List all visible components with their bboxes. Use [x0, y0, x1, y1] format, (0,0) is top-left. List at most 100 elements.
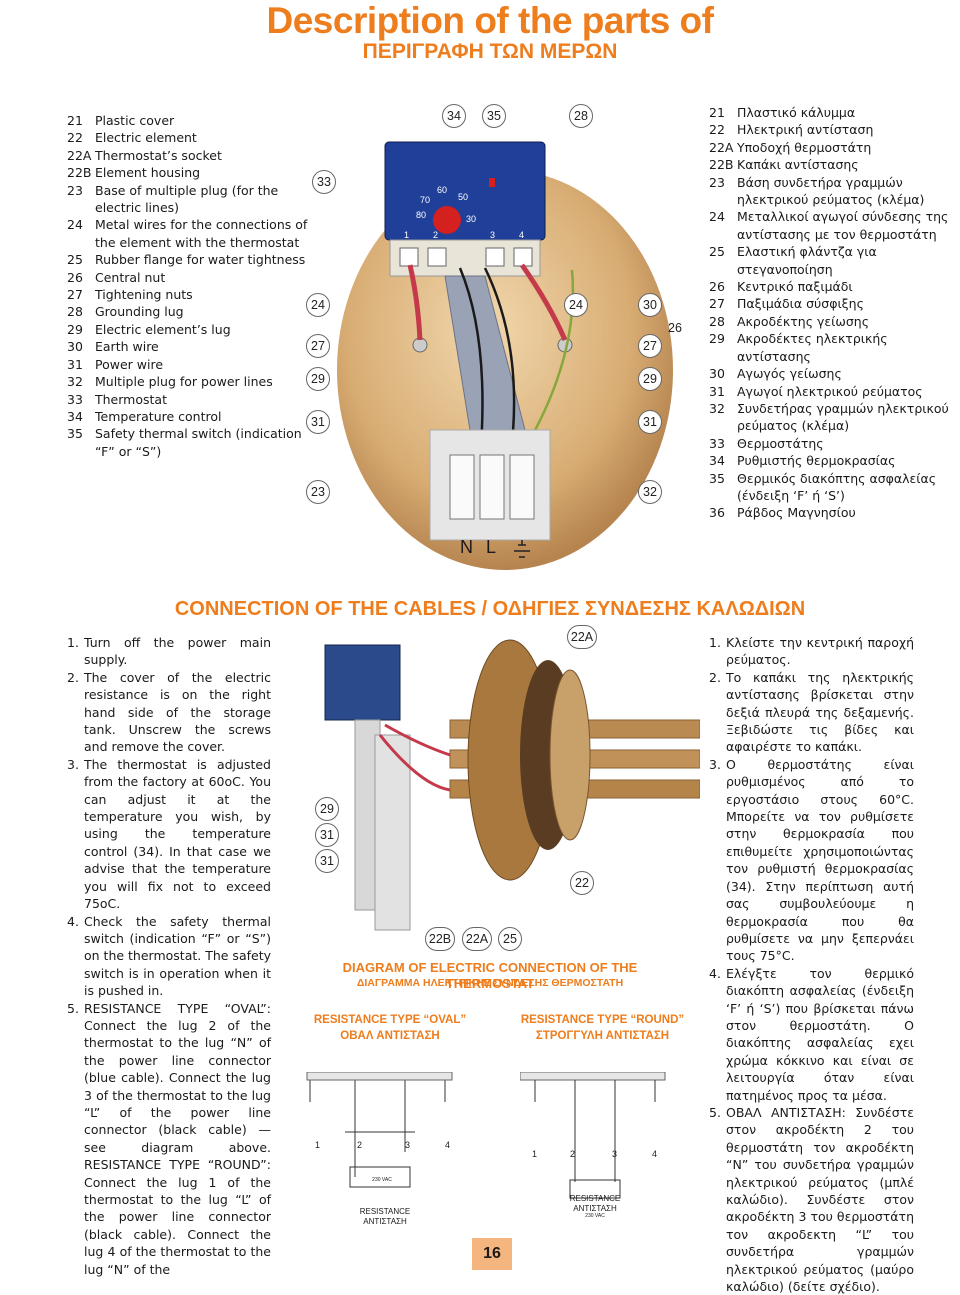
item-number: 22B: [67, 165, 92, 181]
item-text: Temperature control: [95, 408, 222, 424]
thermostat-lug-2: 2: [433, 230, 439, 240]
item-text: Υποδοχή θερμοστάτη: [737, 139, 872, 155]
dial-30-label: 30: [466, 214, 477, 224]
item-text: Καπάκι αντίστασης: [737, 157, 859, 173]
item-number: 22: [67, 130, 83, 146]
item-number: 21: [67, 113, 83, 128]
diagram-title-greek: ΔΙΑΓΡΑΜΜΑ ΗΛΕΚΤΡΙΚΗΣ ΣΥΝΔΕΣΗΣ ΘΕΡΜΟΣΤΑΤΗ: [356, 977, 624, 989]
oval-circuit: [306, 1072, 453, 1188]
list-item: 2.The cover of the electric resistance i…: [67, 669, 271, 756]
item-text: Κλείστε την κεντρική παροχή ρεύματος.: [726, 635, 914, 668]
item-text: Βάση συνδετήρα γραμμών ηλεκτρικού ρεύματ…: [737, 174, 925, 208]
oval-title-greek: ΟΒΑΛ ΑΝΤΙΣΤΑΣΗ: [340, 1030, 440, 1042]
item-number: 21: [709, 105, 725, 120]
callout-32: 32: [638, 480, 662, 504]
dial-60-label: 60: [437, 185, 448, 195]
terminal-block-2: [479, 454, 505, 520]
item-number: 35: [709, 470, 725, 486]
item-number: 30: [67, 339, 83, 355]
item-text: Ράβδος Μαγνησίου: [737, 505, 856, 521]
safety-switch: [489, 178, 495, 187]
callout-29-photo: 29: [315, 797, 339, 821]
item-number: 34: [67, 408, 83, 424]
oval-title: RESISTANCE TYPE “OVAL”: [313, 1014, 467, 1026]
callout-29-left: 29: [306, 367, 330, 391]
item-text: Ηλεκτρική αντίσταση: [737, 122, 874, 138]
item-text: Turn off the power main supply.: [84, 635, 271, 668]
list-item: 5.RESISTANCE TYPE “OVAL”: Connect the lu…: [67, 1000, 271, 1279]
oval-diagram: RESISTANCE TYPE “OVAL” ΟΒΑΛ ΑΝΤΙΣΤΑΣΗ 1 …: [305, 1012, 475, 1232]
list-item: 4.Check the safety thermal switch (indic…: [67, 913, 271, 1000]
item-number: 28: [67, 304, 83, 320]
callout-27-left: 27: [306, 334, 330, 358]
callout-22b: 22B: [425, 927, 455, 951]
item-text: Ελέγξτε τον θερμικό διακόπτη ασφαλείας (…: [726, 965, 914, 1103]
item-text: Electric element: [95, 130, 197, 146]
round-lug-4: 4: [652, 1149, 658, 1159]
thermostat-lug-1: 1: [404, 230, 410, 240]
item-text: Central nut: [95, 269, 166, 285]
list-item: 3.Ο θερμοστάτης είναι ρυθμισμένος από το…: [709, 756, 914, 965]
item-number: 3.: [709, 756, 721, 772]
dial-80-label: 80: [416, 210, 427, 220]
item-number: 33: [67, 391, 83, 407]
diagram-title: DIAGRAM OF ELECTRIC CONNECTION OF THE TH…: [342, 960, 638, 991]
element-illustration: 22A 29 31 31 22 22B 22A 25: [300, 625, 701, 951]
item-number: 2.: [67, 669, 79, 685]
item-text: Power wire: [95, 356, 164, 372]
callout-26: 26: [668, 321, 682, 335]
item-text: Θερμοστάτης: [737, 435, 824, 451]
oval-resistance-gr: ΑΝΤΙΣΤΑΣΗ: [363, 1217, 407, 1226]
round-circuit: [520, 1072, 666, 1199]
callout-24-left: 24: [306, 293, 330, 317]
item-number: 35: [67, 426, 83, 442]
element-wire-left: [407, 264, 423, 341]
round-resistance-gr: ΑΝΤΙΣΤΑΣΗ: [573, 1204, 617, 1213]
item-number: 26: [709, 279, 725, 295]
callout-31-right: 31: [638, 410, 662, 434]
list-item: 5.ΟΒΑΛ ΑΝΤΙΣΤΑΣΗ: Συνδέστε στον ακροδέκτ…: [709, 1104, 914, 1295]
thermostat-illustration: 80 70 60 50 30 1 2 3 4 N L 34 35 28 33 2…: [300, 100, 690, 570]
item-number: 36: [709, 505, 725, 521]
item-number: 3.: [67, 756, 79, 772]
item-number: 4.: [709, 965, 721, 981]
callout-23: 23: [306, 480, 330, 504]
item-number: 28: [709, 313, 725, 329]
item-text: Αγωγοί ηλεκτρικού ρεύματος: [737, 383, 923, 399]
callout-35: 35: [482, 104, 506, 128]
round-diagram: RESISTANCE TYPE “ROUND” ΣΤΡΟΓΓΥΛΗ ΑΝΤΙΣΤ…: [520, 1012, 685, 1232]
list-item: 1.Κλείστε την κεντρική παροχή ρεύματος.: [709, 634, 914, 669]
item-number: 22B: [709, 157, 734, 173]
item-number: 25: [709, 244, 725, 260]
list-item: 25 Ελαστική φλάντζα για στεγανοποίηση: [709, 243, 959, 278]
page-title-greek: ΠΕΡΙΓΡΑΦΗ ΤΩΝ ΜΕΡΩΝ: [362, 40, 618, 63]
item-number: 1.: [67, 635, 79, 650]
terminal-block-1: [449, 454, 475, 520]
item-text: Plastic cover: [95, 113, 175, 128]
item-number: 22: [709, 122, 725, 138]
item-text: Ελαστική φλάντζα για στεγανοποίηση: [737, 244, 877, 277]
element-lug-left: [412, 337, 428, 353]
callout-24-right: 24: [564, 293, 588, 317]
